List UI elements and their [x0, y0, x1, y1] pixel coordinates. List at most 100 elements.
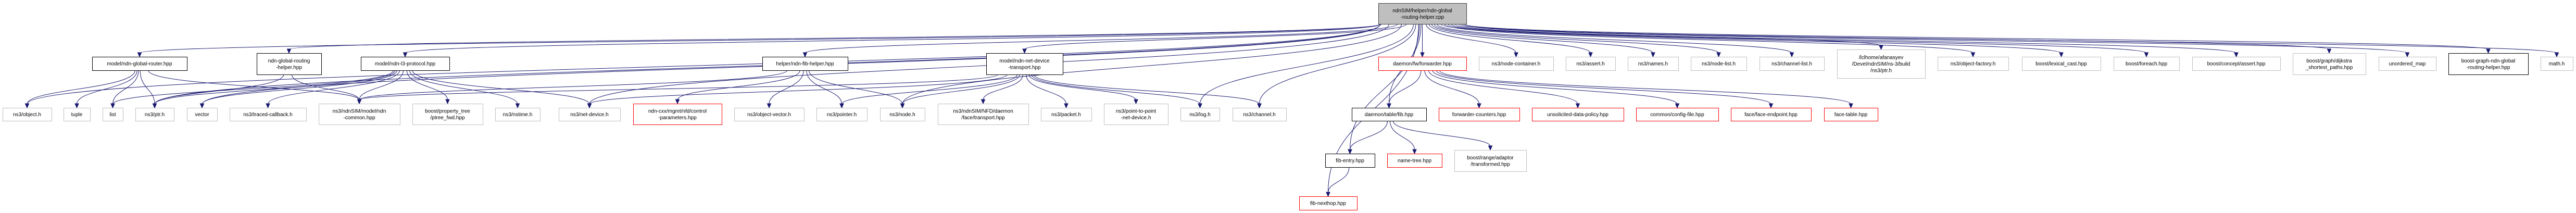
node-label: /ptree_fwd.hpp [430, 115, 465, 121]
node-list: list [103, 108, 123, 121]
edge-net-device-transport-to-p2p-net-device [1028, 74, 1136, 101]
node-label: ns3/log.h [1189, 112, 1211, 118]
node-box [633, 104, 722, 125]
node-unsolicited-data-policy[interactable]: unsolicited-data-policy.hpp [1532, 108, 1624, 121]
node-lclhome-ptr: /lclhome/afanasyev/Devel/ndnSIM/ns-3/bui… [1837, 49, 1926, 79]
node-box [1180, 108, 1220, 121]
node-global-router[interactable]: model/ndn-global-router.hpp [92, 57, 187, 71]
node-label: ns3/nstime.h [503, 112, 533, 118]
node-label: fib-entry.hpp [1336, 158, 1364, 164]
arrowhead-fib-to-transformed [1488, 145, 1493, 151]
node-box [2114, 57, 2180, 71]
arrowhead-forwarder-to-fib [1387, 103, 1391, 109]
arrowhead-fib-to-name-tree [1412, 149, 1417, 155]
node-box [880, 108, 925, 121]
node-label: -routing-helper.hpp [2467, 65, 2510, 70]
edge-root-to-lexical-cast [1448, 23, 2062, 54]
edge-l3-protocol-to-ptree-fwd [406, 70, 448, 101]
node-box [1824, 108, 1878, 121]
node-box [319, 104, 400, 125]
edge-l3-protocol-to-ptr [154, 70, 396, 105]
node-box [559, 108, 621, 121]
node-name-tree[interactable]: name-tree.hpp [1387, 154, 1442, 168]
edge-root-to-concept-assert [1454, 23, 2236, 54]
edge-root-to-names [1431, 23, 1653, 54]
node-fib-nexthop[interactable]: fib-nexthop.hpp [1299, 196, 1358, 210]
node-label: vector [195, 112, 209, 118]
node-box [1938, 57, 2009, 71]
edge-fib-to-fib-entry [1350, 120, 1388, 151]
arrowhead-forwarder-to-unsolicited-data-policy [1575, 103, 1580, 109]
arrowhead-net-device-transport-to-packet [1064, 103, 1069, 109]
arrowhead-root-to-forwarder [1420, 52, 1425, 58]
node-face-endpoint[interactable]: face/face-endpoint.hpp [1731, 108, 1812, 121]
node-label: ns3/channel.h [1243, 112, 1275, 118]
edge-root-to-assert [1428, 23, 1591, 54]
node-box [2293, 53, 2366, 75]
edge-root-to-channel-list [1437, 23, 1792, 54]
node-dijkstra: boost/graph/dijkstra_shortest_paths.hpp [2293, 53, 2366, 75]
node-l3-protocol[interactable]: model/ndn-l3-protocol.hpp [361, 57, 450, 71]
node-label: /ns3/ptr.h [1870, 68, 1892, 74]
node-box [1454, 150, 1527, 172]
node-face-table[interactable]: face-table.hpp [1824, 108, 1878, 121]
node-label: daemon/table/fib.hpp [1365, 112, 1414, 118]
node-label: list [109, 112, 116, 118]
edge-root-to-net-device-transport [1024, 23, 1407, 50]
arrowhead-forwarder-to-face-endpoint [1768, 103, 1774, 109]
node-forwarder-counters[interactable]: forwarder-counters.hpp [1439, 108, 1520, 121]
node-box [1760, 57, 1825, 71]
node-object-factory: ns3/object-factory.h [1938, 57, 2009, 71]
node-forwarder[interactable]: daemon/fw/forwarder.hpp [1378, 57, 1467, 71]
edges-layer [24, 23, 2559, 197]
node-label: forwarder-counters.hpp [1452, 112, 1506, 118]
arrowhead-global-router-to-object [24, 103, 30, 109]
node-global-routing-helper-hpp[interactable]: ndn-global-routing-helper.hpp [257, 53, 322, 75]
node-label: _shortest_paths.hpp [2305, 65, 2353, 70]
edge-global-router-to-tuple [77, 70, 137, 105]
node-box [2448, 53, 2529, 75]
node-config-file[interactable]: common/config-file.hpp [1636, 108, 1719, 121]
arrowhead-fib-entry-to-fib-nexthop [1326, 192, 1330, 197]
node-label: -helper.hpp [276, 65, 302, 70]
node-label: ns3/node-list.h [1702, 61, 1736, 67]
edge-root-to-node [902, 23, 1402, 105]
node-control-parameters[interactable]: ndn-cxx/mgmt/nfd/control-parameters.hpp [633, 104, 722, 125]
node-label: ndnSIM/helper/ndn-global [1392, 8, 1452, 14]
node-root[interactable]: ndnSIM/helper/ndn-global-routing-helper.… [1378, 3, 1467, 24]
edge-fib-helper-to-pointer [806, 70, 842, 105]
node-label: boost/concept/assert.hpp [2207, 61, 2266, 67]
node-label: ns3/ndnSIM/model/ndn [333, 108, 386, 114]
node-net-device: ns3/net-device.h [559, 108, 621, 121]
node-net-device-transport[interactable]: model/ndn-net-device-transport.hpp [986, 53, 1063, 75]
node-box [135, 108, 174, 121]
edge-fib-entry-to-fib-nexthop [1328, 167, 1350, 193]
arrowhead-net-device-transport-to-ndn-common [357, 99, 362, 105]
arrowhead-root-to-unordered-map [2405, 52, 2410, 58]
node-label: boost/graph/dijkstra [2306, 58, 2352, 64]
node-label: unsolicited-data-policy.hpp [1547, 112, 1609, 118]
edge-forwarder-to-forwarder-counters [1424, 70, 1479, 105]
node-fib[interactable]: daemon/table/fib.hpp [1352, 108, 1427, 121]
node-label: ns3/node.h [889, 112, 915, 118]
node-fib-entry[interactable]: fib-entry.hpp [1325, 154, 1375, 168]
arrowhead-net-device-transport-to-node [900, 103, 905, 109]
node-label: math.h [2549, 61, 2565, 67]
node-label: face-table.hpp [1834, 112, 1868, 118]
node-boost-graph-helper[interactable]: boost-graph-ndn-global-routing-helper.hp… [2448, 53, 2529, 75]
arrowhead-root-to-concept-assert [2234, 52, 2239, 58]
node-fib-helper[interactable]: helper/ndn-fib-helper.hpp [762, 57, 848, 71]
edge-root-to-math [1464, 23, 2557, 54]
arrowhead-root-to-assert [1588, 52, 1593, 58]
node-names: ns3/names.h [1628, 57, 1679, 71]
edge-fib-helper-to-object-vector [769, 70, 804, 105]
node-label: tuple [71, 112, 83, 118]
node-box [1731, 108, 1812, 121]
edge-global-router-to-ptr [140, 70, 155, 105]
node-p2p-net-device: ns3/point-to-point-net-device.h [1104, 104, 1168, 125]
node-node: ns3/node.h [880, 108, 925, 121]
edge-root-to-global-router [139, 23, 1381, 54]
node-tuple: tuple [64, 108, 91, 121]
node-box [1233, 108, 1287, 121]
node-label: -routing-helper.cpp [1401, 15, 1444, 20]
